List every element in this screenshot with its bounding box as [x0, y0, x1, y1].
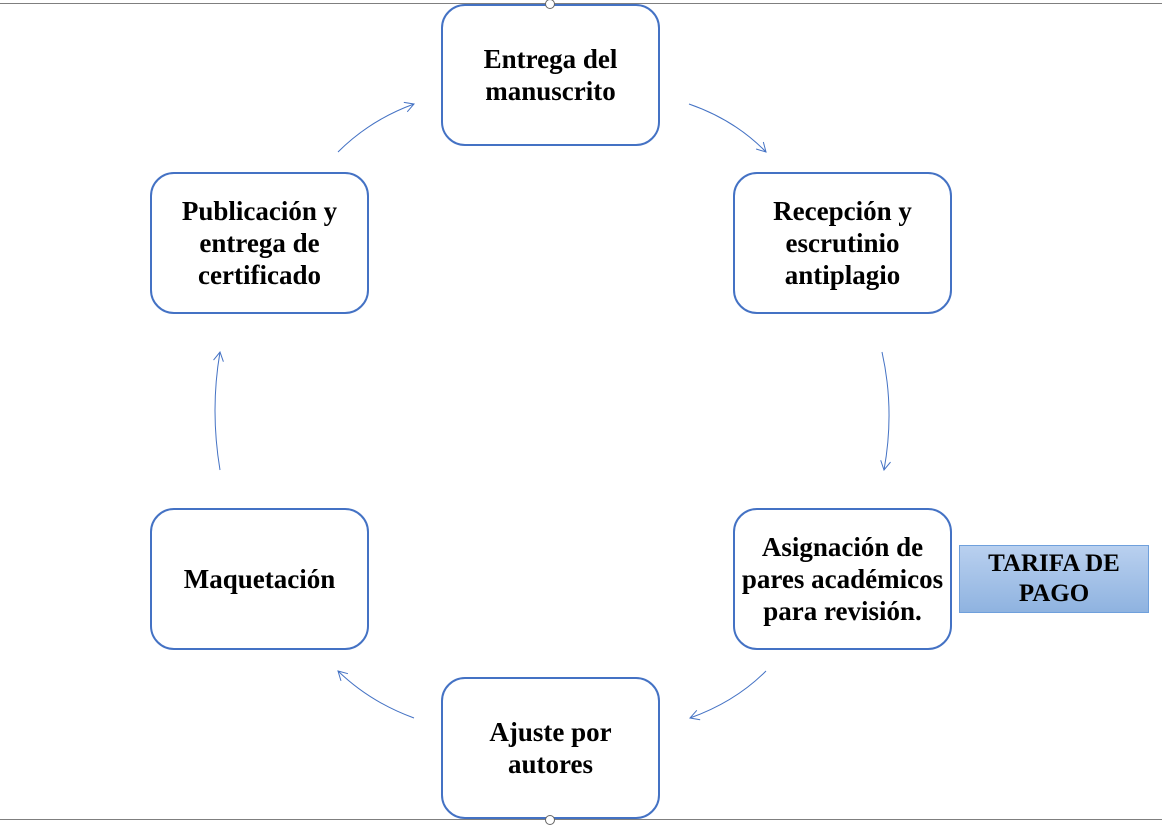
arrow-1-to-2 — [688, 103, 767, 153]
arrow-5-to-6 — [213, 350, 224, 471]
selection-frame-bottom — [0, 819, 1162, 820]
step-label: Recepción y escrutinio antiplagio — [773, 196, 912, 290]
step-label: Entrega del manuscrito — [483, 44, 618, 106]
step-ajuste-autores[interactable]: Ajuste por autores — [441, 677, 660, 819]
callout-label: TARIFA DE PAGO — [988, 550, 1120, 607]
step-label: Asignación de pares académicos para revi… — [741, 532, 944, 626]
step-label: Publicación y entrega de certificado — [181, 196, 338, 290]
tarifa-de-pago-callout[interactable]: TARIFA DE PAGO — [959, 545, 1149, 613]
step-publicacion-certificado[interactable]: Publicación y entrega de certificado — [150, 172, 369, 314]
arrow-4-to-5 — [337, 670, 415, 719]
step-recepcion-antiplagio[interactable]: Recepción y escrutinio antiplagio — [733, 172, 952, 314]
arrow-6-to-1 — [337, 101, 415, 153]
resize-handle-top[interactable] — [545, 0, 555, 9]
step-asignacion-pares[interactable]: Asignación de pares académicos para revi… — [733, 508, 952, 650]
resize-handle-bottom[interactable] — [545, 815, 555, 825]
step-maquetacion[interactable]: Maquetación — [150, 508, 369, 650]
selection-frame-top — [0, 3, 1162, 4]
arrow-2-to-3 — [880, 351, 891, 472]
step-label: Maquetación — [183, 564, 336, 594]
step-entrega-manuscrito[interactable]: Entrega del manuscrito — [441, 4, 660, 146]
step-label: Ajuste por autores — [489, 717, 612, 779]
arrow-3-to-4 — [689, 670, 767, 721]
